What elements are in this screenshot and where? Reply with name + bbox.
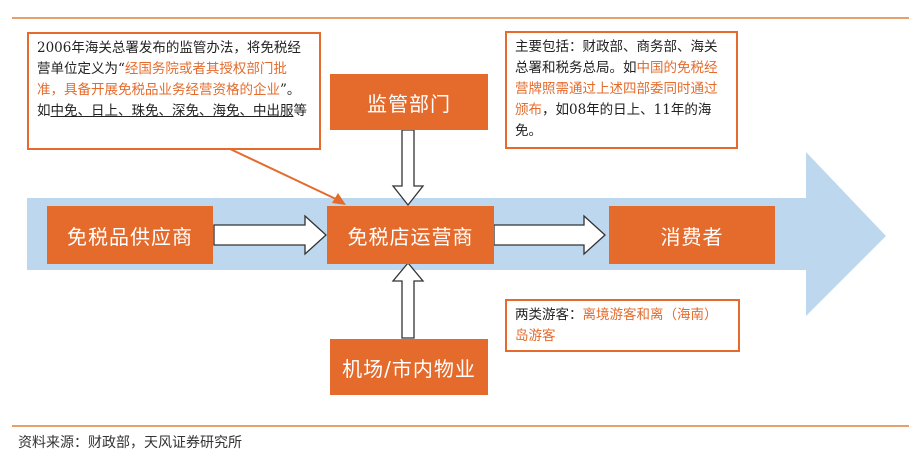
- note-consumer-types: 两类游客：离境游客和离（海南）岛游客: [505, 299, 740, 352]
- top-rule: [12, 17, 909, 19]
- arrow-regulator-to-operator: [391, 129, 425, 207]
- note-left-text-3: 等: [293, 103, 308, 119]
- note-left-examples: 中免、日上、珠免、深免、海免、中出服: [50, 103, 294, 119]
- note-right-bottom-highlight: 离境游客和离（海南）岛游客: [515, 307, 718, 344]
- note-left-highlight: 经国务院或者其授权部门批准，具备开展免税品业务经营资格的企业: [37, 61, 287, 98]
- note-left-text-2: ”。如: [37, 82, 301, 119]
- note-duty-free-operator-definition: 2006年海关总署发布的监管办法，将免税经营单位定义为“经国务院或者其授权部门批…: [27, 32, 321, 150]
- note-right-top-text-1: 主要包括：财政部、商务部、海关总署和税务总局。如: [515, 39, 718, 76]
- node-regulator: 监管部门: [330, 74, 488, 130]
- node-operator: 免税店运营商: [327, 206, 494, 264]
- node-supplier: 免税品供应商: [47, 206, 213, 264]
- note-pointer-line: [227, 147, 339, 201]
- source-caption: 资料来源：财政部，天风证券研究所: [18, 435, 242, 451]
- note-pointer-head: [332, 193, 346, 205]
- note-right-top-highlight: 中国的免税经营牌照需通过上述四部委同时通过颁布: [515, 60, 718, 118]
- arrow-operator-to-consumer: [493, 214, 606, 256]
- note-right-top-text-2: ，如08年的日上、11年的海免。: [515, 102, 712, 139]
- arrow-property-to-operator: [391, 261, 425, 339]
- arrow-supplier-to-operator: [213, 214, 327, 256]
- note-left-text-1: 2006年海关总署发布的监管办法，将免税经营单位定义为“: [37, 40, 301, 77]
- node-property: 机场/市内物业: [330, 339, 488, 395]
- note-regulator-details: 主要包括：财政部、商务部、海关总署和税务总局。如中国的免税经营牌照需通过上述四部…: [505, 31, 738, 149]
- node-consumer: 消费者: [609, 206, 775, 264]
- note-right-bottom-text-1: 两类游客：: [515, 307, 583, 323]
- bottom-rule: [12, 425, 909, 427]
